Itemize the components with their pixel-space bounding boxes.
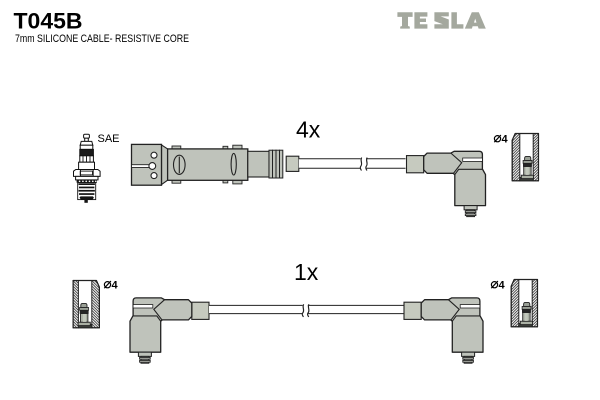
svg-text:4: 4 xyxy=(499,280,506,292)
svg-text:T045B: T045B xyxy=(14,9,83,34)
svg-text:SAE: SAE xyxy=(98,133,120,145)
svg-text:4: 4 xyxy=(502,134,509,146)
svg-text:1x: 1x xyxy=(294,259,319,285)
svg-text:7mm SILICONE CABLE- RESISTIVE: 7mm SILICONE CABLE- RESISTIVE CORE xyxy=(15,33,189,45)
svg-text:4: 4 xyxy=(112,280,119,292)
svg-text:4x: 4x xyxy=(296,117,321,143)
